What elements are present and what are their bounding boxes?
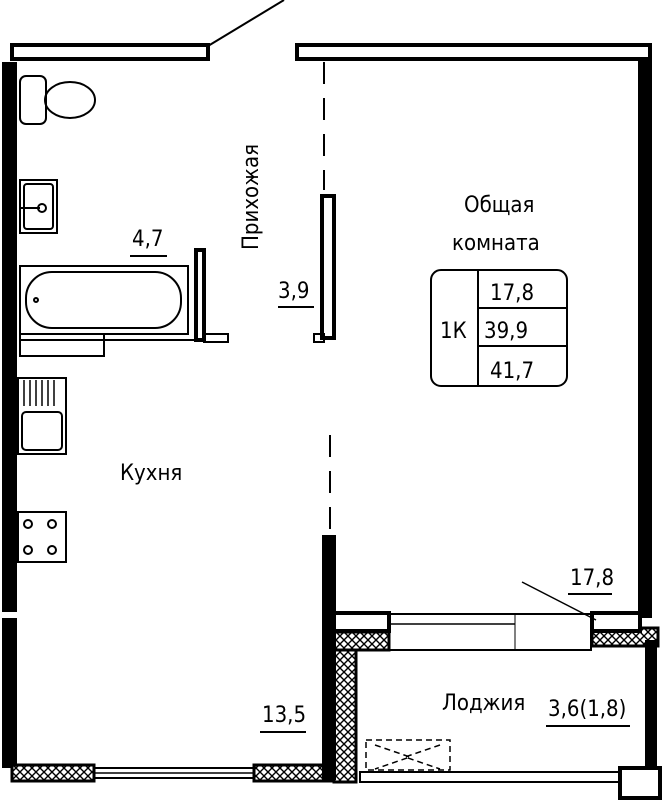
- living-room-area: 17,8: [570, 566, 614, 591]
- kitchen-sink-icon: [17, 377, 67, 455]
- outer-walls: [2, 43, 652, 783]
- bathroom-area: 4,7: [132, 227, 163, 252]
- loggia-area: 3,6(1,8): [548, 697, 626, 722]
- kitchen-area: 13,5: [262, 703, 306, 728]
- kitchen-name: Кухня: [120, 461, 182, 486]
- hallway-area: 3,9: [278, 279, 309, 304]
- interior-walls: [20, 62, 336, 780]
- loggia-name: Лоджия: [442, 691, 525, 716]
- apartment-type: 1К: [440, 319, 467, 344]
- apartment-summary-box: 1К 17,8 39,9 41,7: [430, 269, 568, 387]
- stove-icon: [17, 511, 67, 563]
- sink-icon: [19, 179, 58, 234]
- living-room-name-line2: комната: [452, 231, 540, 256]
- entrance-door-swing: [207, 0, 285, 47]
- loggia-walls: [332, 581, 662, 800]
- balcony-door-swing: [521, 581, 597, 621]
- summary-living-area: 17,8: [490, 281, 534, 306]
- toilet-icon: [19, 75, 96, 125]
- living-room-name-line1: Общая: [464, 193, 534, 218]
- hallway-name: Прихожая: [239, 144, 264, 250]
- bathtub-icon: [19, 265, 189, 357]
- summary-total-with-loggia: 41,7: [490, 359, 534, 384]
- summary-total-area: 39,9: [484, 319, 528, 344]
- storage-box: [365, 739, 451, 771]
